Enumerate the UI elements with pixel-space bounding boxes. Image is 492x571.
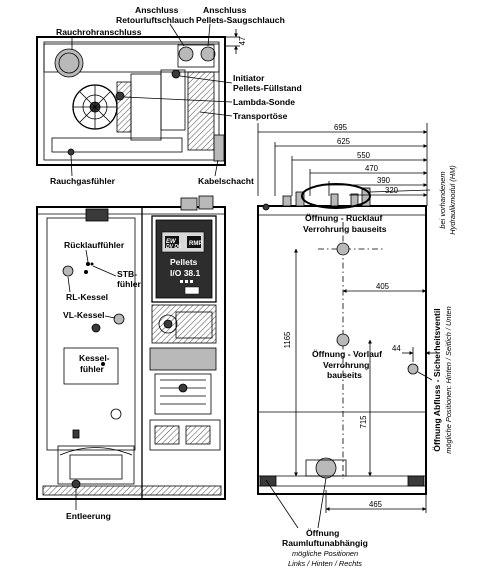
hydraulic-module-marker — [301, 183, 371, 209]
svg-text:DV DC: DV DC — [166, 244, 182, 250]
vert-abfluss-2: mögliche Positionen: Hinten / Seitlich /… — [444, 306, 453, 453]
dim-405: 405 — [376, 282, 390, 291]
top-dimensions: 695 625 550 470 390 320 — [257, 123, 428, 206]
dim-695: 695 — [334, 123, 348, 132]
label-vl-kessel: VL-Kessel — [63, 310, 105, 320]
label-transportoese: Transportöse — [233, 111, 288, 121]
label-verrohrung-1: Verrohrung bauseits — [303, 224, 387, 234]
dim-47: 47 — [238, 37, 247, 46]
label-entleerung: Entleerung — [66, 511, 111, 521]
pellet-suction-connection — [200, 46, 216, 62]
label-raumluftunabhaengig: Raumluftunabhängig — [282, 538, 368, 548]
label-verrohrung-2b: bauseits — [327, 370, 362, 380]
label-initiator: Initiator — [233, 73, 265, 83]
label-retourluftschlauch: Retourluftschlauch — [116, 15, 194, 25]
front-view: EW DV DC RMP Pellets I/O 38.1 — [36, 195, 226, 521]
air-opening-bottom — [315, 457, 337, 479]
vert-hydraulik-2: Hydraulikmodul (HM) — [448, 165, 457, 235]
label-moegliche-positionen: mögliche Positionen — [292, 549, 358, 558]
dim-390: 390 — [377, 176, 391, 185]
label-rauchgasfuehler: Rauchgasfühler — [50, 176, 116, 186]
vert-abfluss-1: Öffnung Abfluss - Sicherheitsventil — [432, 308, 442, 451]
label-ruecklauffuehler: Rücklauffühler — [64, 240, 125, 250]
label-oeffnung-ruecklauf: Öffnung - Rücklauf — [305, 213, 382, 223]
label-oeffnung-vorlauf: Öffnung - Vorlauf — [312, 349, 382, 359]
dim-44: 44 — [392, 344, 401, 353]
label-anschluss-retour: Anschluss — [135, 5, 179, 15]
control-panel — [151, 215, 217, 303]
label-stb-fuehler: fühler — [117, 279, 142, 289]
label-lambda-sonde: Lambda-Sonde — [233, 97, 295, 107]
dim-550: 550 — [357, 151, 371, 160]
label-rauchrohranschluss: Rauchrohranschluss — [56, 27, 142, 37]
dim-715: 715 — [359, 415, 368, 429]
label-kabelschacht: Kabelschacht — [198, 176, 254, 186]
panel-text-io: I/O 38.1 — [170, 268, 201, 278]
return-opening — [336, 242, 350, 256]
top-view-outline — [36, 36, 226, 166]
side-view: 695 625 550 470 390 320 Öffnung - Rückla… — [257, 123, 457, 568]
flow-opening — [336, 333, 350, 347]
rl-kessel-connection — [62, 265, 74, 277]
vert-hydraulik-1: bei vorhandenem — [438, 171, 447, 228]
label-oeffnung-bottom: Öffnung — [306, 528, 339, 538]
label-stb: STB- — [117, 269, 137, 279]
svg-text:RMP: RMP — [189, 241, 202, 247]
label-pellets-saugschlauch: Pellets-Saugschlauch — [196, 15, 285, 25]
vl-kessel-connection — [113, 313, 125, 325]
label-rl-kessel: RL-Kessel — [66, 292, 108, 302]
dim-465: 465 — [369, 500, 383, 509]
top-view: Rauchrohranschluss Anschluss Retourlufts… — [36, 5, 302, 186]
dim-320: 320 — [385, 186, 399, 195]
label-verrohrung-2a: Verrohrung — [323, 360, 369, 370]
panel-text-pellets: Pellets — [170, 257, 198, 267]
safety-valve-opening — [407, 363, 419, 375]
label-anschluss-pellets: Anschluss — [203, 5, 247, 15]
dim-1165: 1165 — [283, 331, 292, 348]
dim-470: 470 — [365, 164, 379, 173]
label-kessel-fuehler: fühler — [80, 364, 105, 374]
dim-625: 625 — [337, 137, 351, 146]
return-air-connection — [178, 46, 194, 62]
svg-text:EW: EW — [166, 239, 177, 245]
label-links-hinten-rechts: Links / Hinten / Rechts — [288, 559, 362, 568]
side-view-outline — [257, 205, 427, 495]
boiler-sensor-plate — [63, 347, 119, 385]
front-view-outline — [36, 206, 226, 500]
label-kessel: Kessel- — [79, 353, 110, 363]
label-pellets-fuellstand: Pellets-Füllstand — [233, 83, 302, 93]
